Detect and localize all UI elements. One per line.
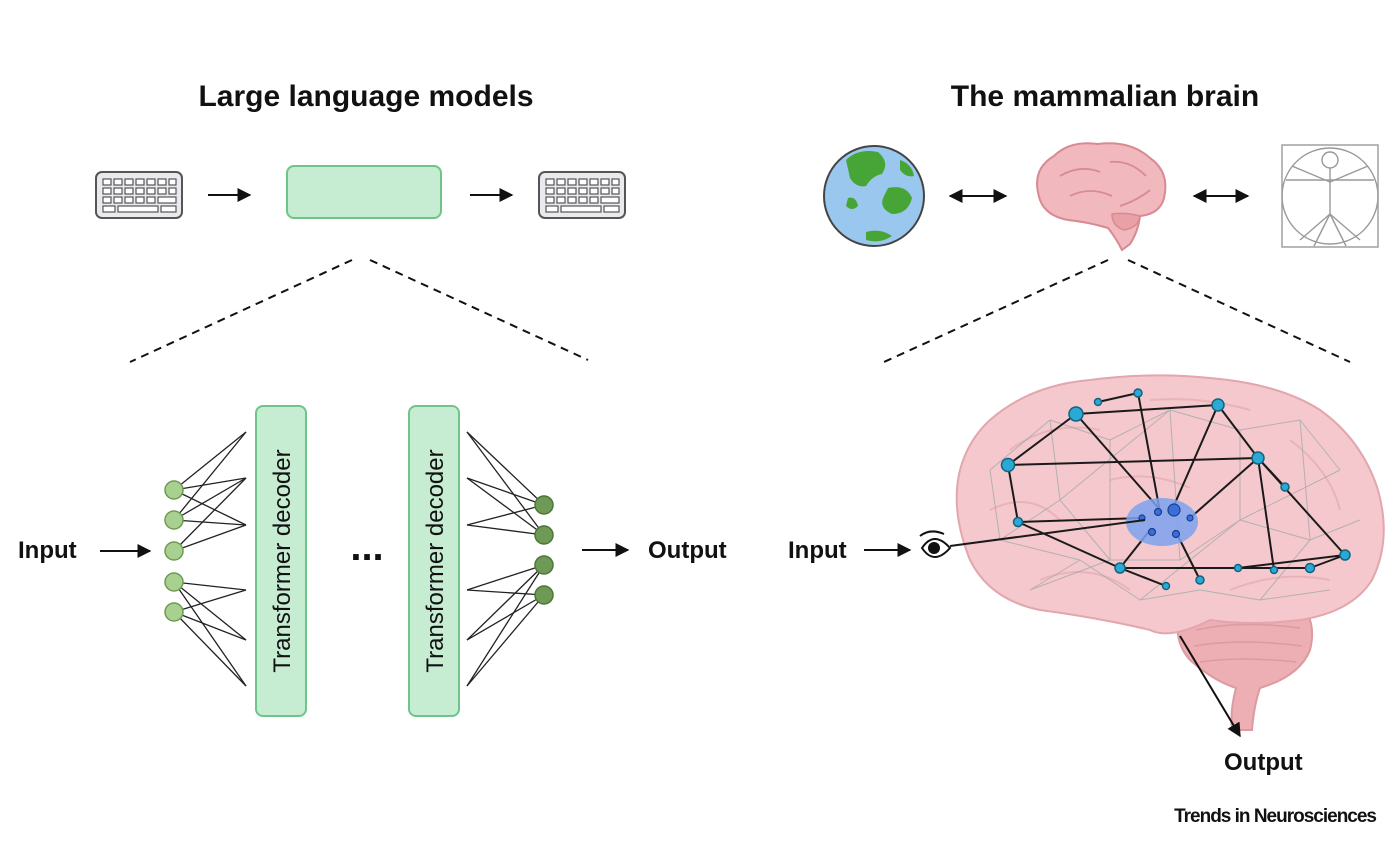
transformer-label-1: Transformer decoder bbox=[269, 449, 296, 672]
network-node bbox=[1068, 406, 1084, 422]
network-node bbox=[1233, 563, 1243, 573]
brain-input-label: Input bbox=[788, 537, 847, 564]
brain-output-label: Output bbox=[1224, 749, 1303, 776]
output-node bbox=[534, 525, 554, 545]
network-node bbox=[1114, 562, 1126, 574]
input-node bbox=[164, 572, 184, 592]
hub-node bbox=[1147, 527, 1157, 537]
eye-icon bbox=[919, 530, 952, 558]
llm-model-box bbox=[286, 165, 442, 219]
brain-illustration bbox=[955, 374, 1385, 731]
input-node bbox=[164, 541, 184, 561]
zoom-line bbox=[883, 259, 1109, 363]
network-node bbox=[1304, 562, 1316, 574]
network-node bbox=[1195, 575, 1205, 585]
output-node bbox=[534, 585, 554, 605]
keyboard-icon bbox=[95, 171, 183, 219]
llm-input-label: Input bbox=[18, 537, 77, 564]
output-pathway bbox=[1179, 635, 1241, 738]
journal-credit: Trends in Neurosciences bbox=[1174, 806, 1376, 827]
zoom-line bbox=[369, 259, 589, 361]
keyboard-icon bbox=[538, 171, 626, 219]
input-connections bbox=[173, 431, 247, 687]
network-node bbox=[1211, 398, 1225, 412]
output-node bbox=[534, 495, 554, 515]
output-connections bbox=[466, 431, 545, 687]
earth-icon bbox=[823, 145, 925, 247]
hub-node bbox=[1186, 514, 1194, 522]
input-node bbox=[164, 510, 184, 530]
network-node bbox=[1161, 581, 1171, 591]
network-node bbox=[1280, 482, 1290, 492]
network-node bbox=[1093, 397, 1103, 407]
hub-node bbox=[1153, 507, 1163, 517]
ellipsis: ... bbox=[350, 525, 383, 569]
network-node bbox=[1269, 565, 1279, 575]
brain-icon bbox=[1036, 142, 1167, 252]
network-node bbox=[1012, 516, 1024, 528]
input-node bbox=[164, 602, 184, 622]
zoom-line bbox=[129, 259, 353, 363]
network-node bbox=[1000, 457, 1016, 473]
vitruvian-man-icon bbox=[1281, 144, 1379, 248]
hub-node bbox=[1171, 529, 1181, 539]
transformer-block-2 bbox=[408, 405, 460, 717]
network-node bbox=[1251, 451, 1265, 465]
input-pathway bbox=[949, 519, 1146, 547]
transformer-block-1 bbox=[255, 405, 307, 717]
input-node bbox=[164, 480, 184, 500]
hub-node bbox=[1167, 503, 1181, 517]
llm-title: Large language models bbox=[198, 80, 533, 113]
brain-title: The mammalian brain bbox=[951, 80, 1259, 113]
output-node bbox=[534, 555, 554, 575]
neural-mesh bbox=[989, 409, 1361, 601]
network-node bbox=[1339, 549, 1351, 561]
zoom-line bbox=[1127, 259, 1351, 363]
transformer-label-2: Transformer decoder bbox=[422, 449, 449, 672]
network-node bbox=[1133, 388, 1143, 398]
llm-output-label: Output bbox=[648, 537, 727, 564]
